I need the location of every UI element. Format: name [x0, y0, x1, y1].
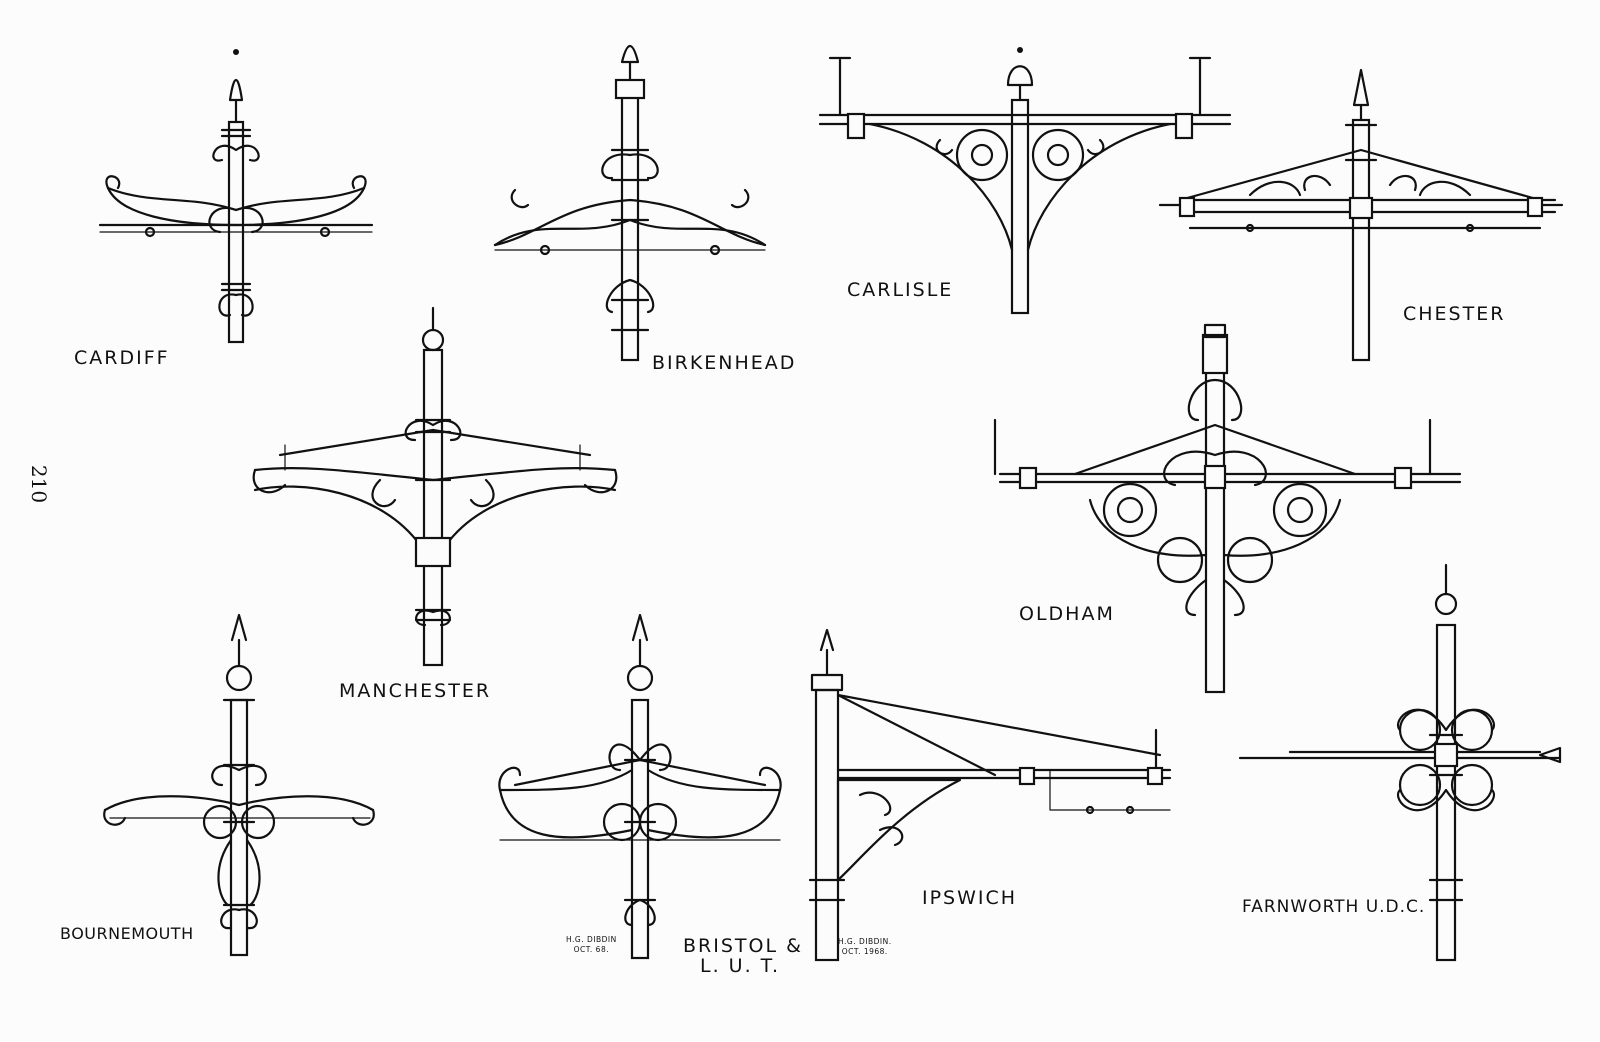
label-ipswich: IPSWICH — [922, 887, 1018, 909]
oldham-bracket-arm — [993, 323, 1462, 694]
label-manchester: MANCHESTER — [339, 680, 492, 702]
farnworth-udc-bracket-arm — [1238, 563, 1562, 962]
signature-left-date: OCT. 68. — [573, 945, 610, 954]
chester-bracket-arm — [1158, 68, 1564, 362]
label-cardiff: CARDIFF — [74, 347, 170, 369]
label-oldham: OLDHAM — [1019, 603, 1115, 625]
carlisle-bracket-arm — [818, 47, 1232, 315]
bournemouth-bracket-arm — [103, 613, 375, 957]
signature-right-name: H.G. DIBDIN. — [838, 937, 892, 946]
label-carlisle: CARLISLE — [847, 279, 954, 301]
manchester-bracket-arm — [252, 306, 618, 667]
cardiff-bracket-arm — [98, 49, 374, 344]
signature-right-date: OCT. 1968. — [841, 947, 888, 956]
label-birkenhead: BIRKENHEAD — [652, 352, 797, 374]
page-number: 210 — [27, 464, 52, 504]
label-bristol-line1: BRISTOL & — [683, 935, 803, 957]
birkenhead-bracket-arm — [493, 44, 767, 362]
label-chester: CHESTER — [1403, 303, 1506, 325]
bristol-lut-bracket-arm — [498, 613, 782, 960]
signature-left: H.G. DIBDIN OCT. 68. — [566, 935, 617, 955]
label-bournemouth: BOURNEMOUTH — [60, 924, 194, 943]
label-bristol-line2: L. U. T. — [700, 955, 781, 977]
signature-left-name: H.G. DIBDIN — [566, 935, 617, 944]
label-farnworth: FARNWORTH U.D.C. — [1242, 897, 1426, 917]
ipswich-bracket-arm — [808, 628, 1172, 962]
signature-right: H.G. DIBDIN. OCT. 1968. — [838, 937, 892, 957]
